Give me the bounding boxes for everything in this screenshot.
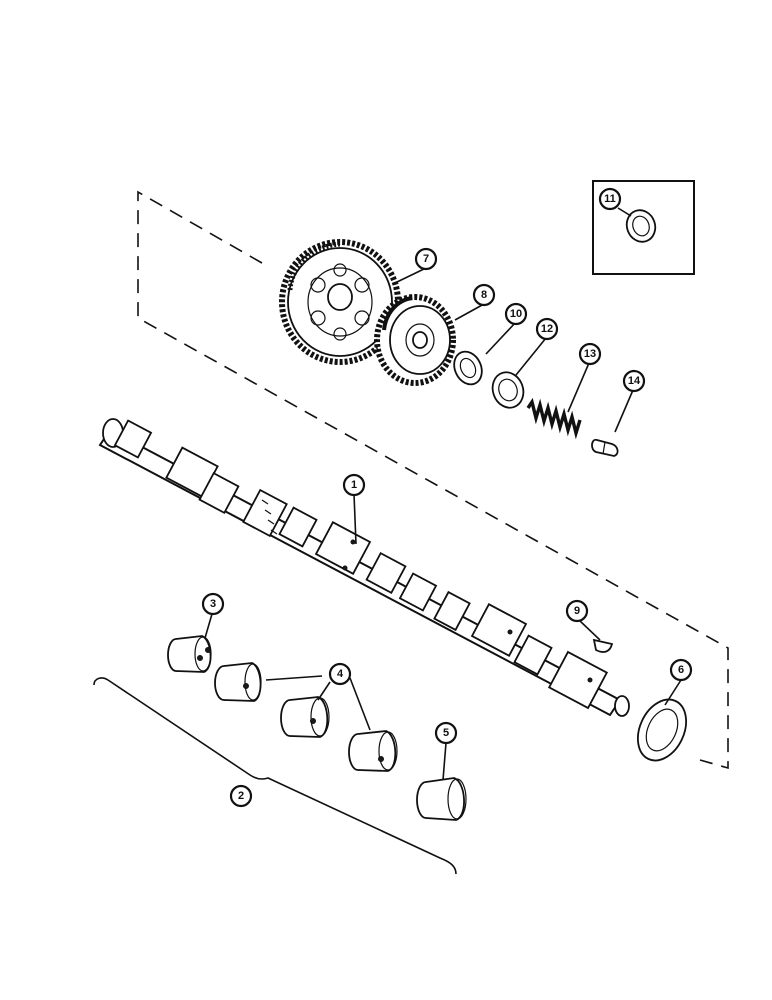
callout-8: 8	[472, 283, 496, 307]
bearing-group-bracket	[93, 677, 457, 875]
callout-label-11: 11	[604, 193, 616, 205]
large-gear	[279, 239, 401, 365]
leader-lines	[204, 207, 682, 781]
callout-2: 2	[229, 784, 253, 808]
callout-3: 3	[201, 592, 225, 616]
callout-label-1: 1	[351, 479, 357, 491]
spacer-ring	[491, 371, 525, 409]
callout-label-8: 8	[481, 289, 487, 301]
callout-label-2: 2	[238, 790, 244, 802]
callout-label-7: 7	[423, 253, 429, 265]
callout-11: 11	[598, 187, 622, 211]
callout-6: 6	[669, 658, 693, 682]
bearing-inner-a	[214, 662, 262, 702]
callout-10: 10	[504, 302, 528, 326]
bearing-inner-c	[348, 730, 398, 772]
bearing-rear	[416, 777, 467, 821]
callout-5: 5	[434, 721, 458, 745]
callout-label-9: 9	[574, 605, 580, 617]
callout-12: 12	[535, 317, 559, 341]
callout-13: 13	[578, 342, 602, 366]
inset-box	[592, 180, 695, 275]
callout-4: 4	[328, 662, 352, 686]
callout-label-14: 14	[628, 375, 641, 387]
callout-label-5: 5	[443, 727, 449, 739]
assembly-group-dashed-outline	[137, 190, 729, 770]
callout-1: 1	[342, 473, 366, 497]
bearing-front	[167, 635, 212, 673]
callout-14: 14	[622, 369, 646, 393]
callout-label-6: 6	[678, 664, 684, 676]
camshaft	[98, 418, 630, 717]
plunger-pin	[591, 438, 619, 457]
washer-inset	[625, 209, 657, 243]
callout-9: 9	[565, 599, 589, 623]
small-gear	[374, 294, 456, 386]
thrust-plate	[637, 698, 687, 762]
thrust-washer	[453, 350, 483, 386]
callout-label-4: 4	[337, 668, 344, 680]
callout-label-10: 10	[510, 308, 522, 320]
callout-label-12: 12	[541, 323, 553, 335]
spring	[526, 397, 582, 440]
callout-label-13: 13	[584, 348, 596, 360]
callout-label-3: 3	[210, 598, 216, 610]
woodruff-key	[592, 638, 614, 653]
callout-7: 7	[414, 247, 438, 271]
bearing-inner-b	[280, 696, 330, 738]
